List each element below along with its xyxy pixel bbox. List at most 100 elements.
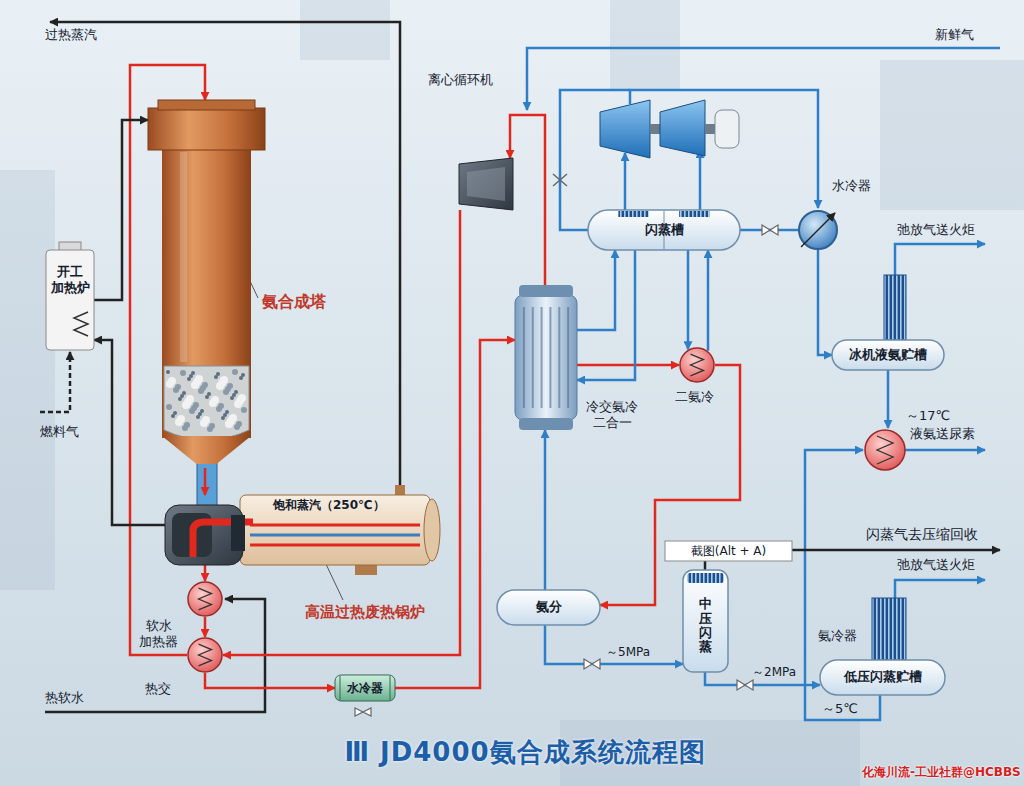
water-cooler-shape <box>798 210 838 250</box>
valve <box>355 708 371 716</box>
stream-label: ～17℃ <box>906 408 950 424</box>
urea-heat-exchanger <box>877 436 893 464</box>
water-heater: 软水 加热器 <box>187 581 223 617</box>
stream-label: 弛放气送火炬 <box>897 557 975 573</box>
tower-neck <box>197 460 217 512</box>
synthesis-tower-shape <box>148 100 265 468</box>
flash-vessel: 中压闪蒸 <box>683 570 728 672</box>
process-lines <box>40 352 70 412</box>
stream-label: 弛放气送火炬 <box>897 222 975 238</box>
water-cooler: 水冷器 <box>335 675 395 701</box>
valve <box>584 659 600 669</box>
vent-cylinder <box>872 598 906 660</box>
process-lines <box>50 22 400 486</box>
node-label: 二氨冷 <box>675 389 714 405</box>
stream-label: 过热蒸汽 <box>45 27 97 43</box>
pipe-line <box>94 340 165 525</box>
ammonia-cooler-shape <box>679 347 715 383</box>
process-lines <box>887 370 890 428</box>
circulator: 离心循环机 <box>455 158 513 210</box>
stream-label: 闪蒸气去压缩回收 <box>866 526 978 544</box>
valve <box>737 680 753 690</box>
tower-neck <box>197 460 217 512</box>
valve <box>762 225 778 235</box>
node-label: 水冷器 <box>347 681 383 696</box>
pipe-line <box>205 673 335 688</box>
screenshot-tip: 截图(Alt + A) <box>665 541 792 561</box>
pipe-line <box>545 625 683 664</box>
pressure-label: ～5MPa <box>606 645 650 660</box>
process-lines <box>699 150 702 210</box>
pipe-line <box>204 468 207 495</box>
pipe-line <box>223 210 460 655</box>
node-label: 饱和蒸汽（250℃） <box>273 498 385 513</box>
node-label: 高温过热废热锅炉 <box>305 603 425 622</box>
pipe-line <box>204 617 207 637</box>
ammonia-separator: 氨分 <box>497 590 600 625</box>
watermark: 化海川流-工业社群@HCBBS <box>862 765 1021 780</box>
compressor-set <box>600 100 650 158</box>
vent-cylinder <box>884 275 906 340</box>
pipe-line <box>707 250 710 351</box>
process-lines <box>630 90 818 208</box>
process-lines <box>895 244 985 275</box>
background-structures <box>0 170 55 590</box>
background-structures <box>300 0 390 60</box>
node-label: 闪蒸槽 <box>645 222 684 238</box>
node-label: 氨分 <box>536 599 562 615</box>
pipe-line <box>818 250 832 355</box>
node-label: 低压闪蒸贮槽 <box>844 669 922 685</box>
leader-line <box>325 562 343 600</box>
cold-exchanger: 冷交氨冷 二合一 <box>515 285 577 430</box>
stream-label: 燃料气 <box>40 424 79 440</box>
pipe-line <box>544 430 547 590</box>
node-label: 软水 加热器 <box>138 618 180 651</box>
compressor-set <box>600 100 739 158</box>
process-lines <box>40 22 1000 720</box>
compressor-set <box>660 100 705 156</box>
process-lines <box>895 580 985 598</box>
pipe-line <box>204 565 207 581</box>
flash-tank: 闪蒸槽 <box>588 210 740 250</box>
pipe-line <box>94 120 148 300</box>
heat-exchanger: 热交 <box>187 637 223 673</box>
pipe-line <box>577 250 615 330</box>
ammonia-cooler: 二氨冷 <box>679 347 715 383</box>
water-cooler: 水冷器 <box>798 210 838 250</box>
pressure-label: ～2MPa <box>752 665 796 680</box>
cold-exchanger-shape <box>515 285 577 430</box>
stream-label: 新鲜气 <box>935 27 974 43</box>
node-label: 冰机液氨贮槽 <box>849 347 927 363</box>
background-structures <box>880 60 1024 210</box>
node-label: 水冷器 <box>832 178 871 194</box>
diagram-title: Ⅲ JD4000氨合成系统流程图 <box>26 736 1024 769</box>
synthesis-tower: 氨合成塔 <box>148 100 265 468</box>
pipe-line <box>687 250 690 349</box>
valve <box>553 174 567 186</box>
process-lines <box>527 48 1000 110</box>
valve <box>355 225 778 716</box>
background-structures <box>610 0 680 90</box>
stream-label: 热软水 <box>45 690 84 706</box>
heat-exchanger-shape <box>187 637 223 673</box>
node-label: 氨合成塔 <box>262 292 326 312</box>
process-lines <box>905 449 985 452</box>
node-label: 离心循环机 <box>428 72 493 88</box>
pipe-line <box>510 115 545 285</box>
compressor-set <box>705 124 715 134</box>
process-lines <box>624 153 627 210</box>
water-heater-shape <box>187 581 223 617</box>
urea-heat-exchanger <box>865 430 905 470</box>
boiler-supports <box>355 565 377 575</box>
node-label: 截图(Alt + A) <box>691 544 767 559</box>
stream-label: 氨冷器 <box>818 628 857 644</box>
pipe-line <box>577 364 679 367</box>
node-label: 开工 加热炉 <box>49 264 91 297</box>
stream-label: 液氨送尿素 <box>910 426 975 442</box>
urea-heat-exchanger <box>865 430 905 470</box>
waste-heat-boiler: 饱和蒸汽（250℃）高温过热废热锅炉 <box>165 495 440 565</box>
